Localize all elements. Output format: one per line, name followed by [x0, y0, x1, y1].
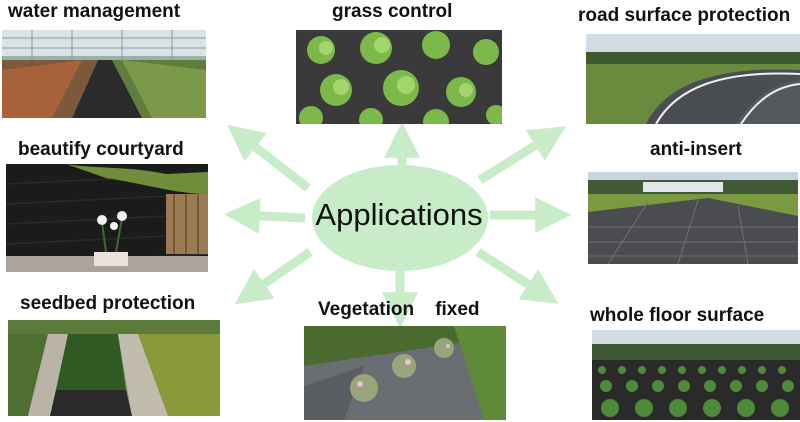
- photo-water-management: [2, 30, 206, 118]
- photo-road-surface-protection: [586, 34, 800, 124]
- photo-beautify-courtyard: [6, 164, 208, 272]
- arrow-to-whole-floor: [475, 248, 559, 304]
- photo-grass-control: [296, 30, 502, 124]
- photo-seedbed-protection: [8, 320, 220, 416]
- label-whole-floor-surface: whole floor surface: [590, 305, 765, 326]
- photo-anti-insert: [588, 172, 798, 264]
- label-vegetation-fixed: Vegetation fixed: [318, 299, 480, 320]
- center-ellipse: [312, 165, 488, 271]
- label-grass-control: grass control: [332, 1, 453, 22]
- label-anti-insert: anti-insert: [650, 139, 742, 160]
- photo-vegetation-fixed: [304, 326, 506, 420]
- label-water-management: water management: [8, 1, 181, 22]
- center-label: Applications: [315, 197, 483, 232]
- label-beautify-courtyard: beautify courtyard: [18, 139, 184, 160]
- label-road-surface-protection: road surface protection: [578, 5, 791, 26]
- arrow-to-road-surface: [477, 126, 566, 184]
- arrow-to-beautify-courtyard: [223, 197, 306, 234]
- arrow-to-water-management: [227, 125, 311, 192]
- arrow-to-seedbed-protection: [234, 248, 313, 305]
- label-seedbed-protection: seedbed protection: [20, 293, 196, 314]
- photo-whole-floor-surface: [592, 330, 800, 420]
